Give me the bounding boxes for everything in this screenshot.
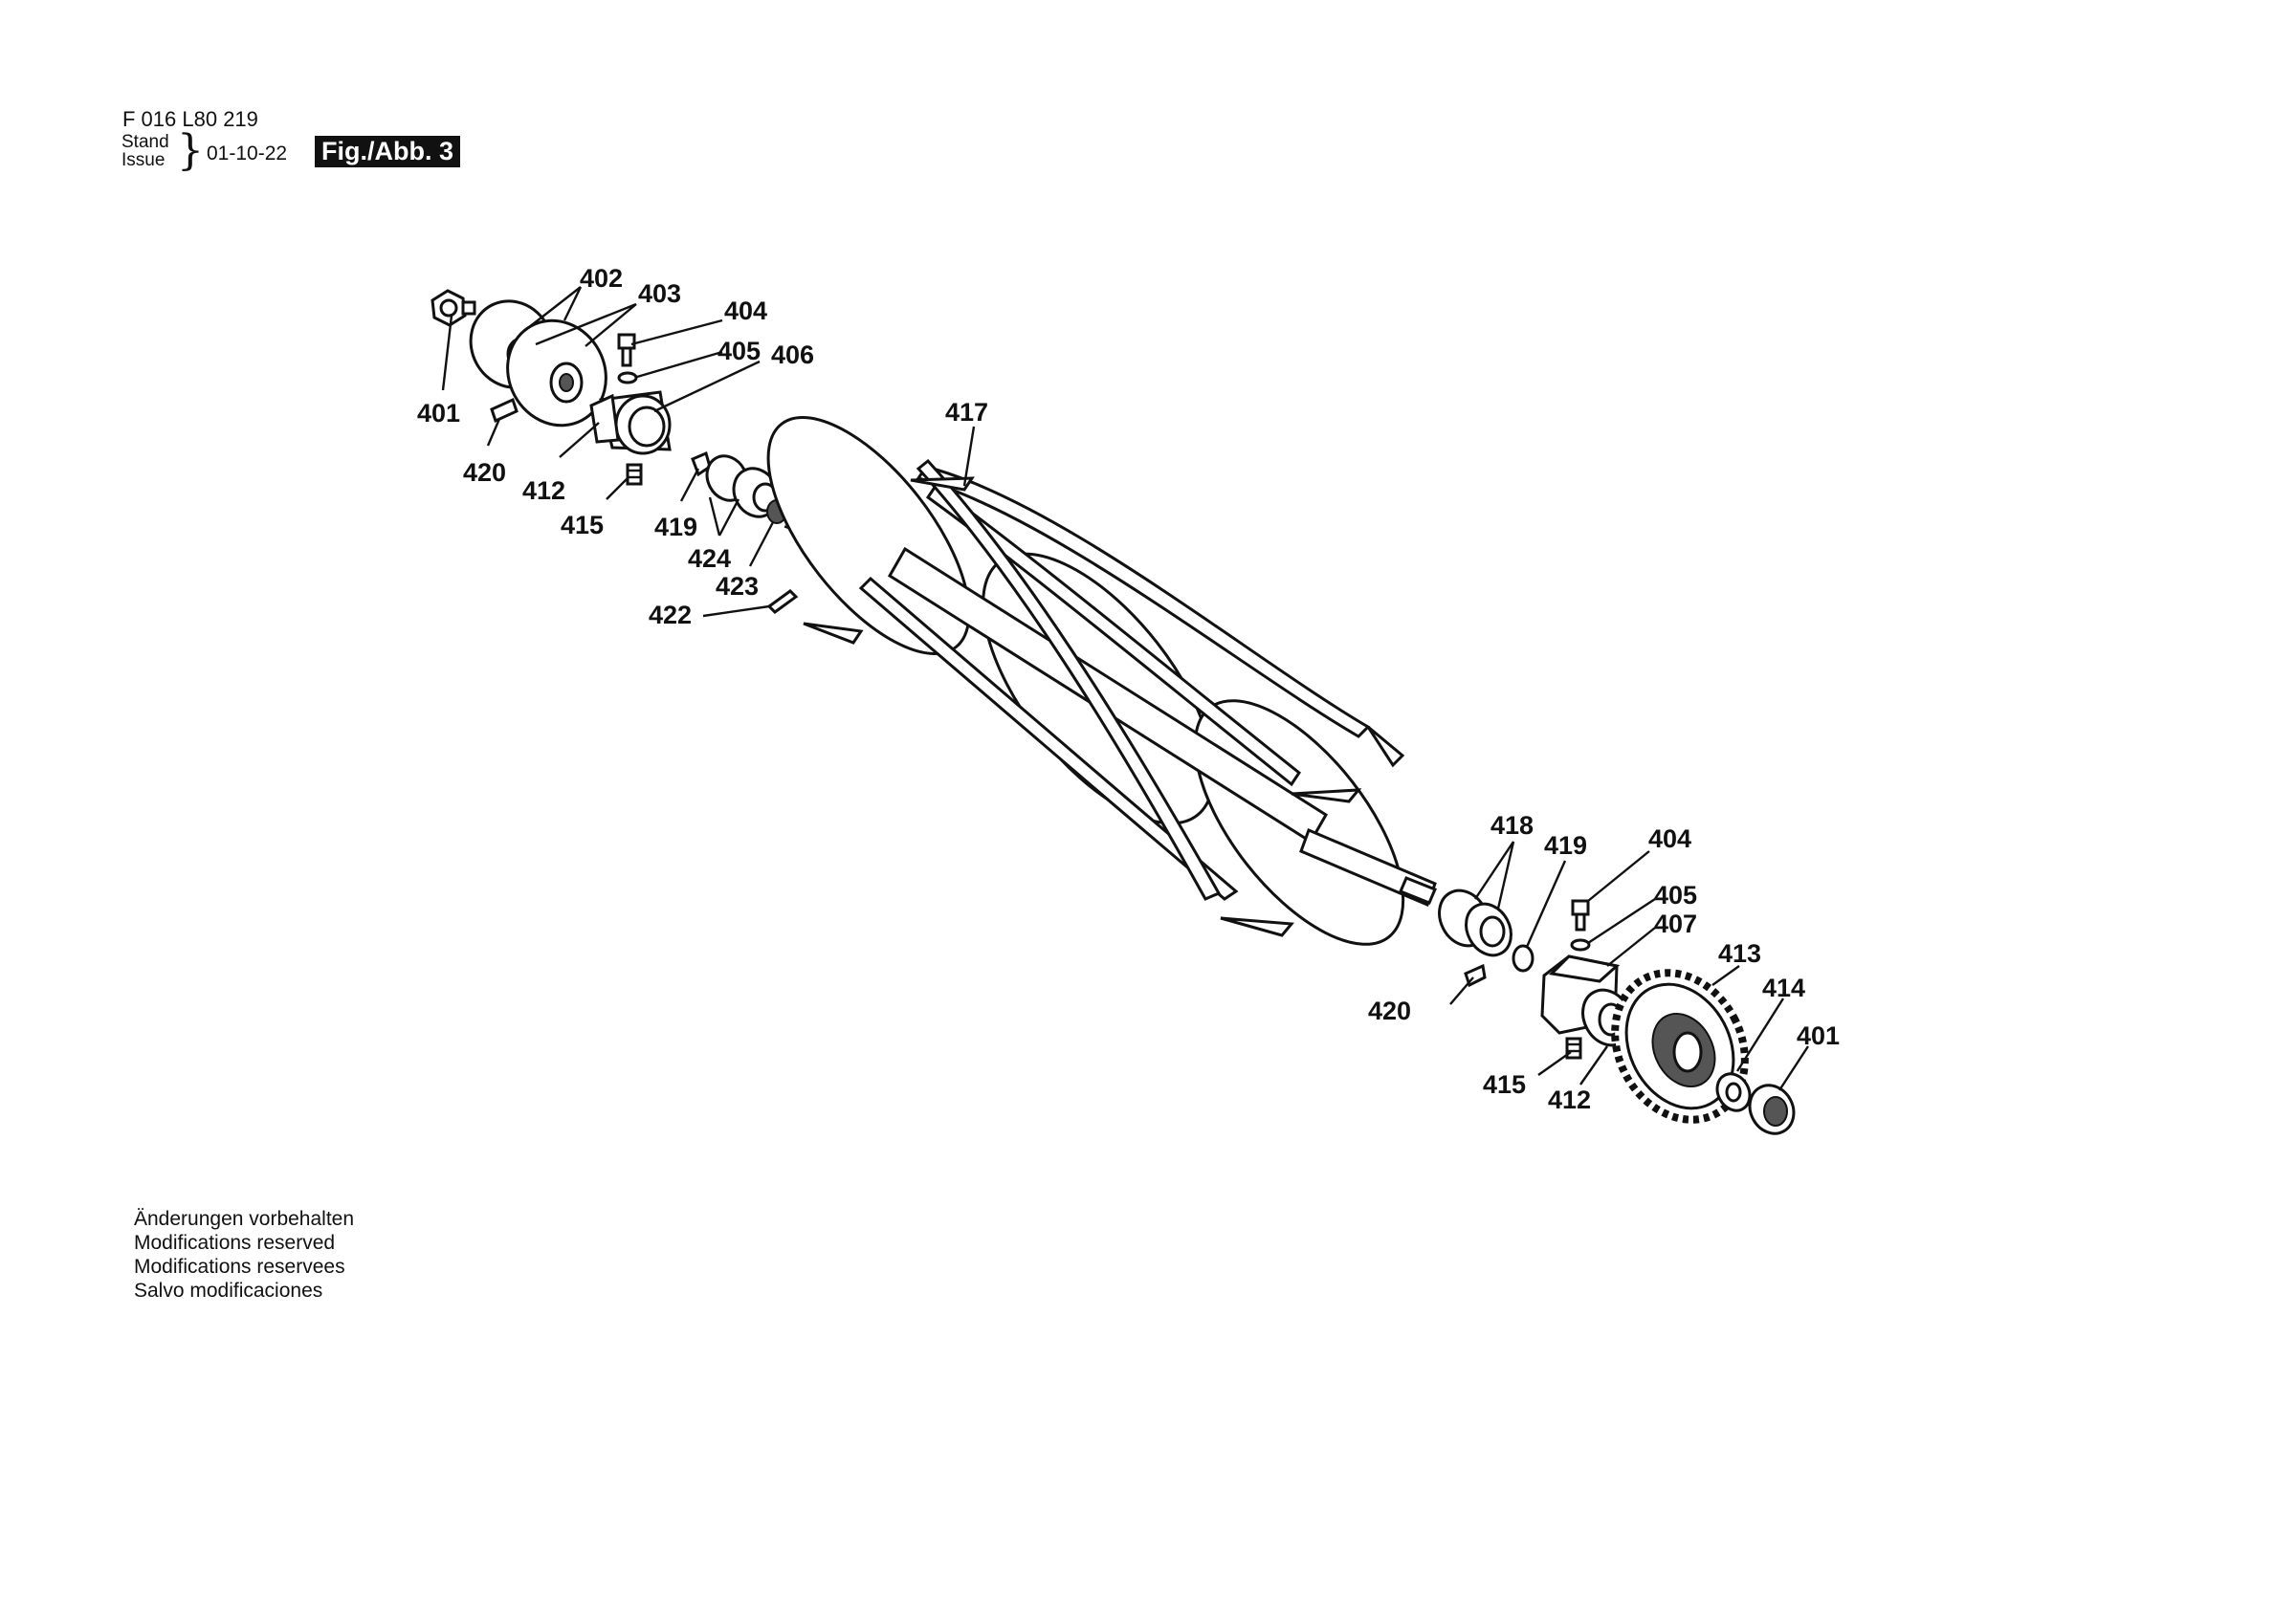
- callout-404: 404: [1648, 824, 1691, 853]
- callout-418: 418: [1490, 811, 1534, 840]
- callout-424: 424: [688, 544, 731, 573]
- key-422: [766, 589, 799, 614]
- leader-lines: [441, 286, 1810, 1091]
- nut-401-bottom: [1748, 1084, 1796, 1135]
- gear-413: [1611, 969, 1749, 1124]
- stand-issue-label: Stand Issue: [121, 133, 169, 169]
- issue-date: 01-10-22: [207, 143, 288, 164]
- brace-glyph: }: [177, 126, 204, 175]
- upper-left-assembly: [430, 289, 799, 614]
- bolt-404-top: [617, 333, 636, 367]
- callout-404: 404: [724, 296, 767, 325]
- callout-415: 415: [1483, 1070, 1526, 1099]
- callout-412: 412: [522, 476, 565, 505]
- callout-406: 406: [771, 340, 814, 369]
- washer-414: [1715, 1072, 1752, 1112]
- note-spanish: Salvo modificaciones: [134, 1280, 323, 1302]
- ring-419-bottom: [1512, 944, 1534, 973]
- callout-414: 414: [1762, 974, 1805, 1002]
- callout-401: 401: [1797, 1021, 1840, 1050]
- screw-415-top: [626, 463, 643, 486]
- figure-label: Fig./Abb. 3: [315, 136, 460, 167]
- callout-412: 412: [1548, 1086, 1591, 1114]
- issue-label: Issue: [121, 150, 166, 170]
- bolt-404-bottom: [1571, 899, 1590, 932]
- bearing-418: [1438, 888, 1512, 957]
- callout-422: 422: [649, 601, 692, 629]
- callout-417: 417: [945, 398, 988, 427]
- callout-419: 419: [654, 513, 697, 541]
- note-french: Modifications reservees: [134, 1256, 345, 1278]
- lower-right-assembly: [1438, 888, 1796, 1135]
- part-number: F 016 L80 219: [122, 107, 258, 131]
- nut-401-top: [430, 289, 476, 327]
- callout-402: 402: [580, 264, 623, 293]
- screw-415-bottom: [1565, 1037, 1582, 1060]
- callout-420: 420: [1368, 997, 1411, 1025]
- callout-401: 401: [417, 399, 460, 428]
- callout-413: 413: [1718, 939, 1761, 968]
- note-english: Modifications reserved: [134, 1232, 336, 1254]
- washer-405-top: [617, 371, 638, 384]
- washer-405-bottom: [1570, 938, 1591, 952]
- callout-labels: 402 403 404 405 406 401 420 412 415 419 …: [417, 264, 1840, 1114]
- callout-405: 405: [1654, 881, 1697, 910]
- modification-notes: Änderungen vorbehalten Modifications res…: [134, 1207, 354, 1303]
- reel-417: [766, 415, 1437, 946]
- callout-420: 420: [463, 458, 506, 487]
- callout-405: 405: [718, 337, 761, 365]
- callout-415: 415: [561, 511, 604, 539]
- callout-407: 407: [1654, 910, 1697, 938]
- note-german: Änderungen vorbehalten: [134, 1208, 355, 1230]
- callout-423: 423: [716, 572, 759, 601]
- callout-403: 403: [638, 279, 681, 308]
- pin-420-top: [490, 397, 519, 424]
- plate-412-top: [589, 393, 620, 444]
- stand-label: Stand: [121, 132, 169, 152]
- callout-419: 419: [1544, 831, 1587, 860]
- disc-403: [506, 318, 607, 428]
